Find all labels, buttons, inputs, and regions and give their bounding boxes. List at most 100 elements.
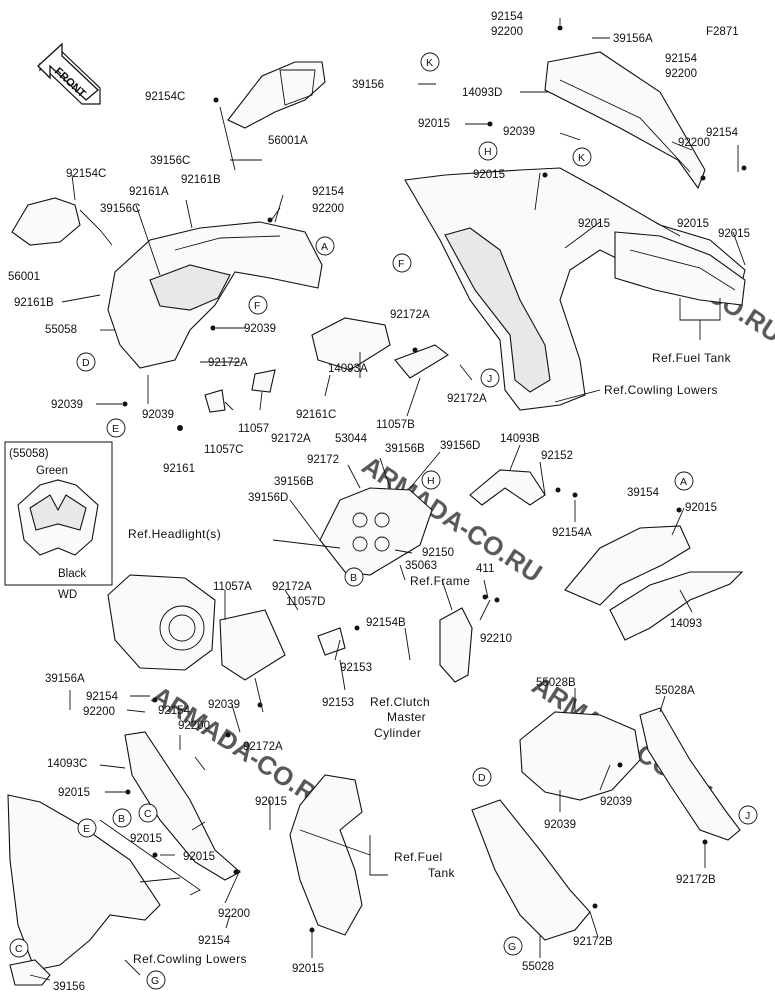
callout-C-1: C xyxy=(138,803,158,823)
lower-left-group xyxy=(7,731,241,986)
mirror-right-56001A xyxy=(227,61,326,129)
label-39156A-a: 39156A xyxy=(613,33,653,45)
fuel-tank-side-cover xyxy=(289,774,363,936)
bracket-11057 xyxy=(251,369,276,393)
label-92172: 92172 xyxy=(307,454,339,466)
label-39156C-a: 39156C xyxy=(150,155,190,167)
label-411: 411 xyxy=(476,563,494,575)
bracket-11057D xyxy=(317,627,346,656)
svg-text:H: H xyxy=(427,475,435,487)
label-92161C: 92161C xyxy=(296,409,336,421)
label-55058: 55058 xyxy=(45,324,77,336)
label-92172B-a: 92172B xyxy=(676,874,716,886)
duct-39154 xyxy=(564,525,691,606)
svg-text:E: E xyxy=(112,423,119,435)
ref-clutch-1: Ref.Clutch xyxy=(370,695,430,709)
svg-text:K: K xyxy=(578,152,585,164)
label-92015-a: 92015 xyxy=(418,118,450,130)
svg-text:H: H xyxy=(484,146,492,158)
label-92161: 92161 xyxy=(163,463,195,475)
front-direction-badge: FRONT xyxy=(37,42,101,105)
label-14093A: 14093A xyxy=(328,363,368,375)
ref-headlights: Ref.Headlight(s) xyxy=(128,527,221,541)
label-92172A-d: 92172A xyxy=(271,433,311,445)
label-92154C-b: 92154C xyxy=(66,168,106,180)
panel-55028B xyxy=(519,711,641,801)
label-11057C: 11057C xyxy=(204,444,243,456)
label-92153-a: 92153 xyxy=(340,662,372,674)
label-92161A: 92161A xyxy=(129,186,169,198)
upper-cowl-intake xyxy=(149,264,231,311)
upper-inner-panel-14093D xyxy=(544,51,706,190)
label-92154C-a: 92154C xyxy=(145,91,185,103)
label-92039-d: 92039 xyxy=(142,409,174,421)
svg-text:G: G xyxy=(508,941,516,953)
headlight-unit xyxy=(107,574,216,671)
label-92015-h: 92015 xyxy=(255,796,287,808)
callout-A-1: A xyxy=(315,236,335,256)
callout-C-2: C xyxy=(9,938,29,958)
label-92200-g: 92200 xyxy=(218,908,250,920)
label-92161B-b: 92161B xyxy=(14,297,54,309)
label-14093B: 14093B xyxy=(500,433,540,445)
label-11057: 11057 xyxy=(238,423,269,435)
label-55028: 55028 xyxy=(522,961,554,973)
label-92015-j: 92015 xyxy=(183,851,215,863)
callout-D-1: D xyxy=(76,352,96,372)
svg-text:C: C xyxy=(15,943,23,955)
callout-B-2: B xyxy=(112,808,132,828)
inset-green: Green xyxy=(36,465,68,477)
label-92200-e: 92200 xyxy=(83,706,115,718)
bracket-11057A xyxy=(219,609,286,681)
brackets-middle xyxy=(204,317,449,413)
svg-text:C: C xyxy=(144,808,152,820)
ref-clutch-3: Cylinder xyxy=(374,726,421,740)
part-labels: 92154 92200 39156A 39156 92154 92200 140… xyxy=(8,11,750,993)
label-39156-k: 39156 xyxy=(352,79,384,91)
label-92150: 92150 xyxy=(422,547,454,559)
label-92154-g: 92154 xyxy=(198,935,231,947)
svg-text:E: E xyxy=(83,823,90,835)
svg-text:J: J xyxy=(487,373,492,385)
label-92200-c: 92200 xyxy=(678,137,710,149)
label-35063: 35063 xyxy=(405,560,437,572)
callout-A-2: A xyxy=(674,471,694,491)
side-cowling-inner-trim xyxy=(444,227,551,393)
headlight-group xyxy=(107,574,346,681)
label-14093C: 14093C xyxy=(47,758,87,770)
callout-G-1: G xyxy=(146,970,166,990)
label-92210: 92210 xyxy=(480,633,512,645)
label-56001A: 56001A xyxy=(268,135,308,147)
ref-fuel-tank-2b: Tank xyxy=(428,866,456,880)
mirrors-and-upper-cowl xyxy=(11,61,326,369)
callout-H-2: H xyxy=(421,470,441,490)
label-92152: 92152 xyxy=(541,450,573,462)
svg-text:A: A xyxy=(321,241,328,253)
svg-text:B: B xyxy=(118,813,125,825)
label-11057A: 11057A xyxy=(213,581,252,593)
svg-text:F: F xyxy=(398,258,404,270)
label-92172A-a: 92172A xyxy=(208,357,248,369)
label-39156D-a: 39156D xyxy=(440,440,480,452)
label-92200-f: 92200 xyxy=(178,720,210,732)
callout-F-2: F xyxy=(392,253,412,273)
label-92154-c: 92154 xyxy=(706,127,739,139)
callout-K-2: K xyxy=(572,147,592,167)
label-92154-b: 92154 xyxy=(665,53,698,65)
label-92039-g: 92039 xyxy=(544,819,576,831)
svg-text:A: A xyxy=(680,476,687,488)
label-92161B-a: 92161B xyxy=(181,174,221,186)
label-92153-b: 92153 xyxy=(322,697,354,709)
frame-bracket-group xyxy=(319,469,546,683)
label-14093: 14093 xyxy=(670,618,702,630)
panel-14093C xyxy=(124,731,241,881)
label-39156A-b: 39156A xyxy=(45,673,85,685)
watermarks: ARMADA-CO.RU ARMADA-CO.RU ARMADA-CO.RU A… xyxy=(147,210,775,818)
svg-text:F: F xyxy=(254,300,260,312)
fuel-tank-cover-right xyxy=(614,231,746,306)
label-11057D: 11057D xyxy=(286,596,325,608)
label-92015-f: 92015 xyxy=(685,502,717,514)
label-92200-d: 92200 xyxy=(312,203,344,215)
label-92154-a: 92154 xyxy=(491,11,524,23)
label-92154-d: 92154 xyxy=(312,186,345,198)
